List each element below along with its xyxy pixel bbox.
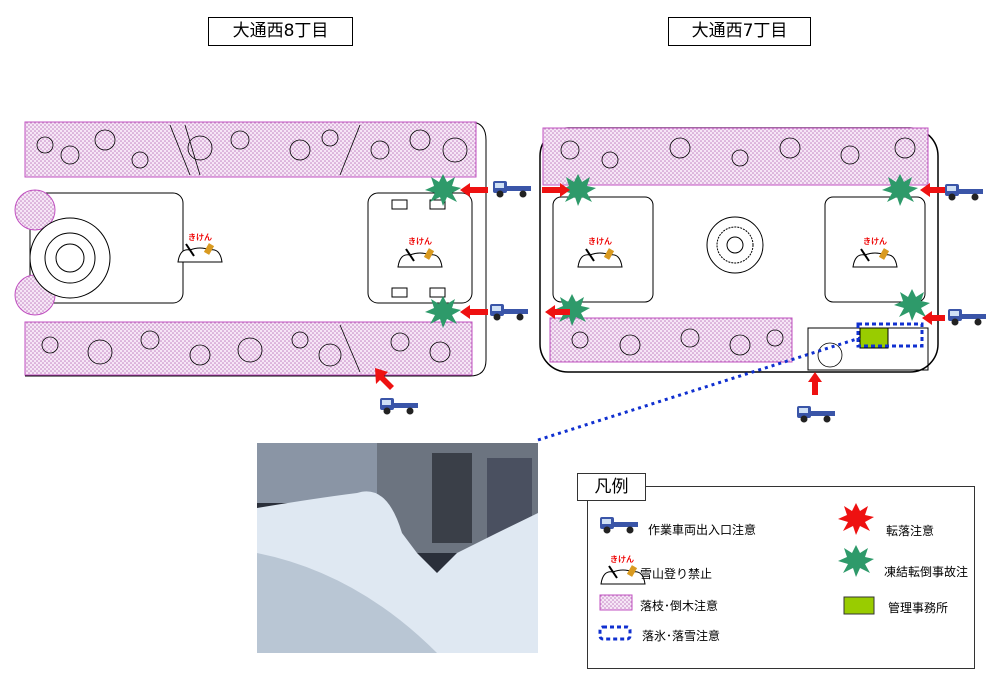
photo-pointer-line — [537, 336, 861, 442]
svg-text:きけん: きけん — [188, 233, 212, 242]
legend-label-no-climb: 雪山登り禁止 — [640, 567, 713, 581]
block-title-west8: 大通西8丁目 — [208, 17, 353, 46]
legend-label-fall: 転落注意 — [886, 524, 935, 538]
block-title-west7: 大通西7丁目 — [668, 17, 811, 46]
svg-text:きけん: きけん — [863, 237, 887, 246]
no-climbing-markers: きけん きけん きけん きけん — [177, 233, 898, 268]
truck-icon — [600, 517, 638, 534]
pink-hatch-icon — [599, 594, 633, 611]
snow-mountain-icon — [600, 564, 646, 585]
svg-text:きけん: きけん — [588, 237, 612, 246]
green-burst-icon — [838, 545, 874, 577]
falling-ice-zone — [856, 322, 924, 348]
legend-label-freeze: 凍結転倒事故注 — [884, 565, 969, 579]
site-photo — [257, 443, 538, 653]
legend-label-truck: 作業車両出入口注意 — [648, 523, 757, 537]
blue-dotted-icon — [598, 625, 632, 641]
legend-label-falling-ice: 落氷･落雪注意 — [642, 629, 721, 643]
svg-text:きけん: きけん — [610, 555, 634, 564]
west8-block — [14, 121, 487, 377]
legend-label-falling-branch: 落枝･倒木注意 — [640, 599, 719, 613]
legend-title: 凡例 — [577, 473, 646, 501]
legend: きけん 作業車両出入口注意 雪山登り禁止 落枝･倒木注意 落氷･落雪注意 転落注… — [587, 486, 975, 669]
green-box-icon — [843, 596, 875, 615]
red-burst-icon — [838, 503, 874, 535]
legend-label-office: 管理事務所 — [888, 601, 949, 615]
west7-block — [537, 127, 939, 442]
svg-text:きけん: きけん — [408, 237, 432, 246]
entrance-arrows — [375, 183, 945, 395]
